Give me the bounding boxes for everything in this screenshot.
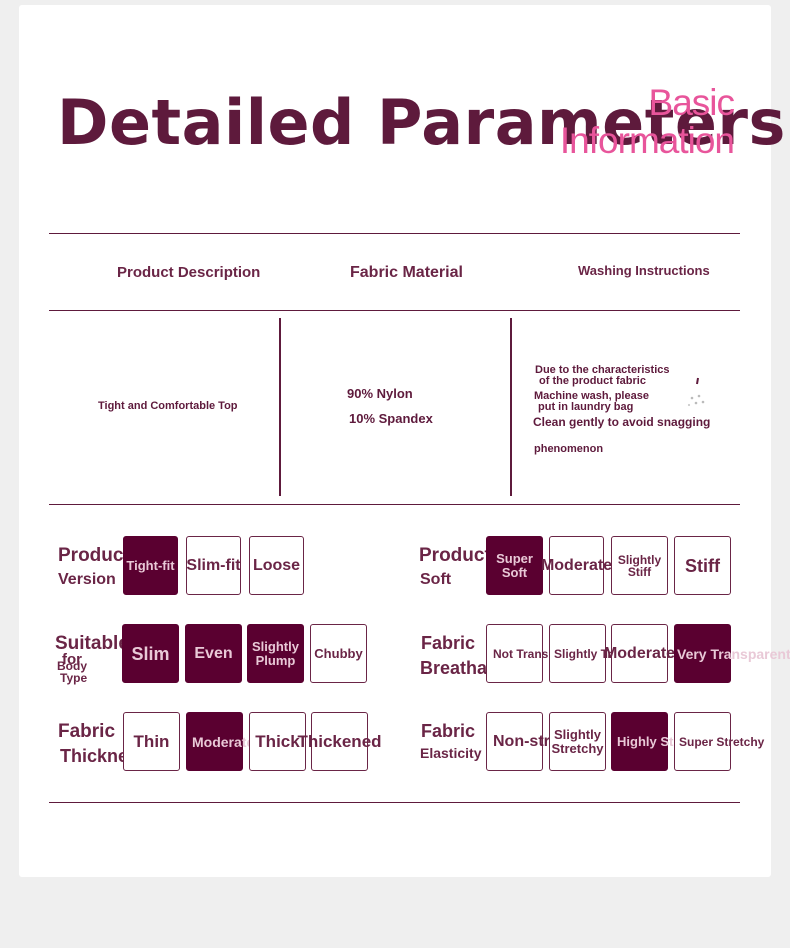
option-slightly-stretchy-label: Slightly Stretchy (551, 726, 604, 756)
label-elasticity-1: Fabric (421, 721, 476, 741)
washing-line-6: phenomenon (534, 443, 604, 455)
divider-top (49, 233, 740, 234)
option-thickened[interactable]: Thickened (297, 712, 382, 771)
label-breathable-1: Fabric (421, 633, 476, 653)
material-nylon: 90% Nylon (347, 386, 413, 401)
label-product-soft-1: Product (419, 545, 491, 566)
label-thickness-1: Fabric (58, 721, 116, 742)
label-body-type-4: Type (60, 671, 88, 685)
washing-line-4: put in laundry bag (538, 401, 634, 413)
material-spandex: 10% Spandex (349, 411, 433, 426)
washing-line-2: of the product fabric (539, 375, 646, 387)
option-highly-stretchy[interactable]: Highly Stretchy (611, 712, 712, 771)
option-slightly-stretchy[interactable]: Slightly Stretchy (549, 712, 606, 771)
option-slightly-stiff[interactable]: Slightly Stiff (611, 536, 668, 595)
heading-product-description: Product Description (117, 264, 261, 281)
label-elasticity-2: Elasticity (420, 745, 482, 761)
option-slightly-plump-label: Slightly Plump (252, 638, 299, 668)
option-non-stretch[interactable]: Non-stretch (486, 712, 583, 771)
divider-info (49, 504, 740, 505)
heading-washing-instructions: Washing Instructions (578, 263, 710, 278)
option-thick[interactable]: Thick (249, 712, 306, 771)
basic-information-tag: Basic Information (559, 82, 735, 161)
option-super-soft-label: Super Soft (496, 550, 533, 580)
label-body-type-2: for (62, 651, 82, 668)
option-not-transparent[interactable]: Not Transparent (486, 624, 585, 683)
option-chubby[interactable]: Chubby (310, 624, 367, 683)
option-thickness-moderate[interactable]: Moderate (186, 712, 254, 771)
divider-heading (49, 310, 740, 311)
option-slightly-plump[interactable]: Slightly Plump (247, 624, 304, 683)
label-body-type-1: Suitable (55, 633, 129, 654)
heading-fabric-material: Fabric Material (350, 264, 463, 281)
divider-bottom (49, 802, 740, 803)
option-breathable-moderate[interactable]: Moderate (604, 624, 675, 683)
option-soft-moderate[interactable]: Moderate (541, 536, 612, 595)
washing-line-5: Clean gently to avoid snagging (533, 415, 711, 429)
option-body-slim[interactable]: Slim (122, 624, 179, 683)
basic-label: Basic (648, 82, 735, 123)
option-super-soft[interactable]: Super Soft (486, 536, 543, 595)
option-body-even[interactable]: Even (185, 624, 242, 683)
option-slightly-stiff-label: Slightly Stiff (617, 552, 662, 579)
information-label: Information (559, 120, 735, 161)
option-thin[interactable]: Thin (123, 712, 180, 771)
option-slim-fit[interactable]: Slim-fit (186, 536, 241, 595)
option-slightly-transparent[interactable]: Slightly Transparent (549, 624, 669, 683)
label-product-version-1: Product (58, 545, 130, 566)
laundry-icon (684, 376, 710, 412)
page-title: Detailed Parameters (57, 86, 786, 159)
washing-line-1: Due to the characteristics (535, 364, 670, 376)
option-stiff[interactable]: Stiff (674, 536, 731, 595)
label-product-version-2: Version (58, 571, 116, 588)
label-product-soft-2: Soft (420, 571, 452, 588)
option-very-transparent[interactable]: Very Transparent (674, 624, 790, 683)
option-super-stretchy[interactable]: Super Stretchy (674, 712, 764, 771)
column-separator-2 (510, 318, 512, 496)
product-description-text: Tight and Comfortable Top (98, 400, 238, 412)
option-tight-fit[interactable]: Tight-fit (123, 536, 178, 595)
washing-line-3: Machine wash, please (534, 390, 649, 402)
label-body-type-3: Body (57, 659, 87, 673)
option-loose[interactable]: Loose (249, 536, 304, 595)
column-separator-1 (279, 318, 281, 496)
